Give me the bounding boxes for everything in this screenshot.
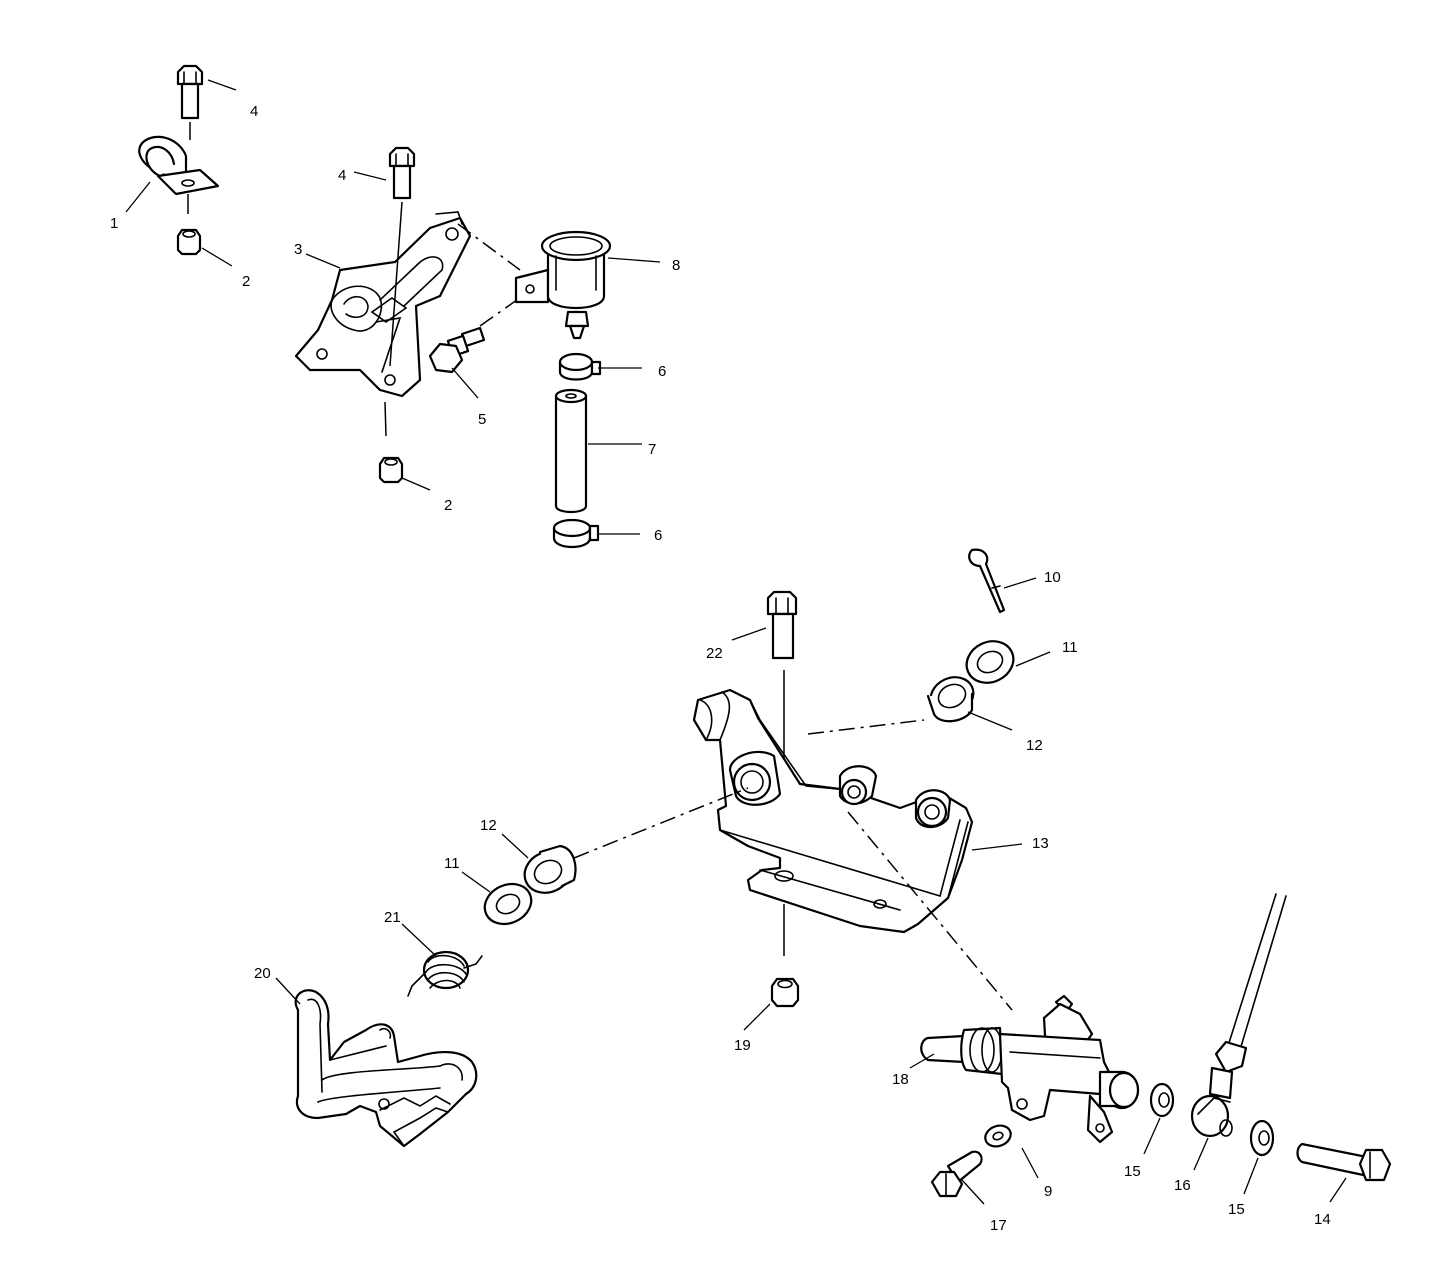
washer-15-right (1249, 1119, 1275, 1157)
callout-16: 16 (1174, 1177, 1191, 1194)
pedal-bracket-13 (692, 688, 974, 934)
callout-7: 7 (648, 441, 656, 458)
nut-2-lower (378, 456, 404, 484)
callout-8: 8 (672, 257, 680, 274)
nut-19 (770, 977, 800, 1008)
callout-labels: 1 2 2 3 4 4 5 6 6 7 8 9 10 11 11 12 12 1… (110, 103, 1331, 1234)
callout-22: 22 (706, 645, 723, 662)
bushing-12-lower (523, 844, 577, 894)
bolt-4-upper-left (176, 64, 204, 120)
callout-4-upper: 4 (250, 103, 258, 120)
bolt-5 (428, 326, 486, 374)
bolt-17 (930, 1150, 983, 1198)
callout-12-lower: 12 (480, 817, 497, 834)
callout-4-middle: 4 (338, 167, 346, 184)
washer-9 (984, 1124, 1012, 1148)
hose-clamp-6-upper (558, 352, 602, 381)
callout-2-lower: 2 (444, 497, 452, 514)
master-cylinder-18 (920, 994, 1140, 1144)
callout-17: 17 (990, 1217, 1007, 1234)
brake-rod-16 (1190, 893, 1287, 1138)
washer-11-lower (483, 882, 533, 926)
callout-21: 21 (384, 909, 401, 926)
callout-12-upper: 12 (1026, 737, 1043, 754)
callout-13: 13 (1032, 835, 1049, 852)
washer-11-upper (965, 640, 1015, 684)
callout-15-right: 15 (1228, 1201, 1245, 1218)
callout-1: 1 (110, 215, 118, 232)
callout-3: 3 (294, 241, 302, 258)
hose-7 (554, 388, 588, 514)
callout-15-left: 15 (1124, 1163, 1141, 1180)
hose-clamp-6-lower (552, 518, 600, 549)
callout-10: 10 (1044, 569, 1061, 586)
bushing-12-upper (926, 676, 975, 723)
nut-2-upper (176, 228, 202, 256)
bolt-22 (766, 590, 798, 660)
bolt-14 (1296, 1142, 1392, 1182)
callout-5: 5 (478, 411, 486, 428)
brake-pedal-20 (294, 989, 478, 1148)
callout-20: 20 (254, 965, 271, 982)
callout-19: 19 (734, 1037, 751, 1054)
callout-11-lower: 11 (444, 855, 460, 872)
spring-21 (407, 950, 483, 997)
leader-lines (125, 79, 1347, 1205)
callout-9: 9 (1044, 1183, 1052, 1200)
p-clamp-1 (138, 135, 220, 196)
bracket-3 (294, 211, 472, 398)
cotter-pin-10 (968, 548, 1006, 614)
washer-15-left (1149, 1082, 1175, 1118)
callout-6-upper: 6 (658, 363, 666, 380)
callout-6-lower: 6 (654, 527, 662, 544)
bolt-4-middle (388, 146, 416, 200)
callout-2-upper: 2 (242, 273, 250, 290)
reservoir-8 (514, 230, 612, 340)
callout-18: 18 (892, 1071, 909, 1088)
callout-14: 14 (1314, 1211, 1331, 1228)
callout-11-upper: 11 (1062, 639, 1078, 656)
